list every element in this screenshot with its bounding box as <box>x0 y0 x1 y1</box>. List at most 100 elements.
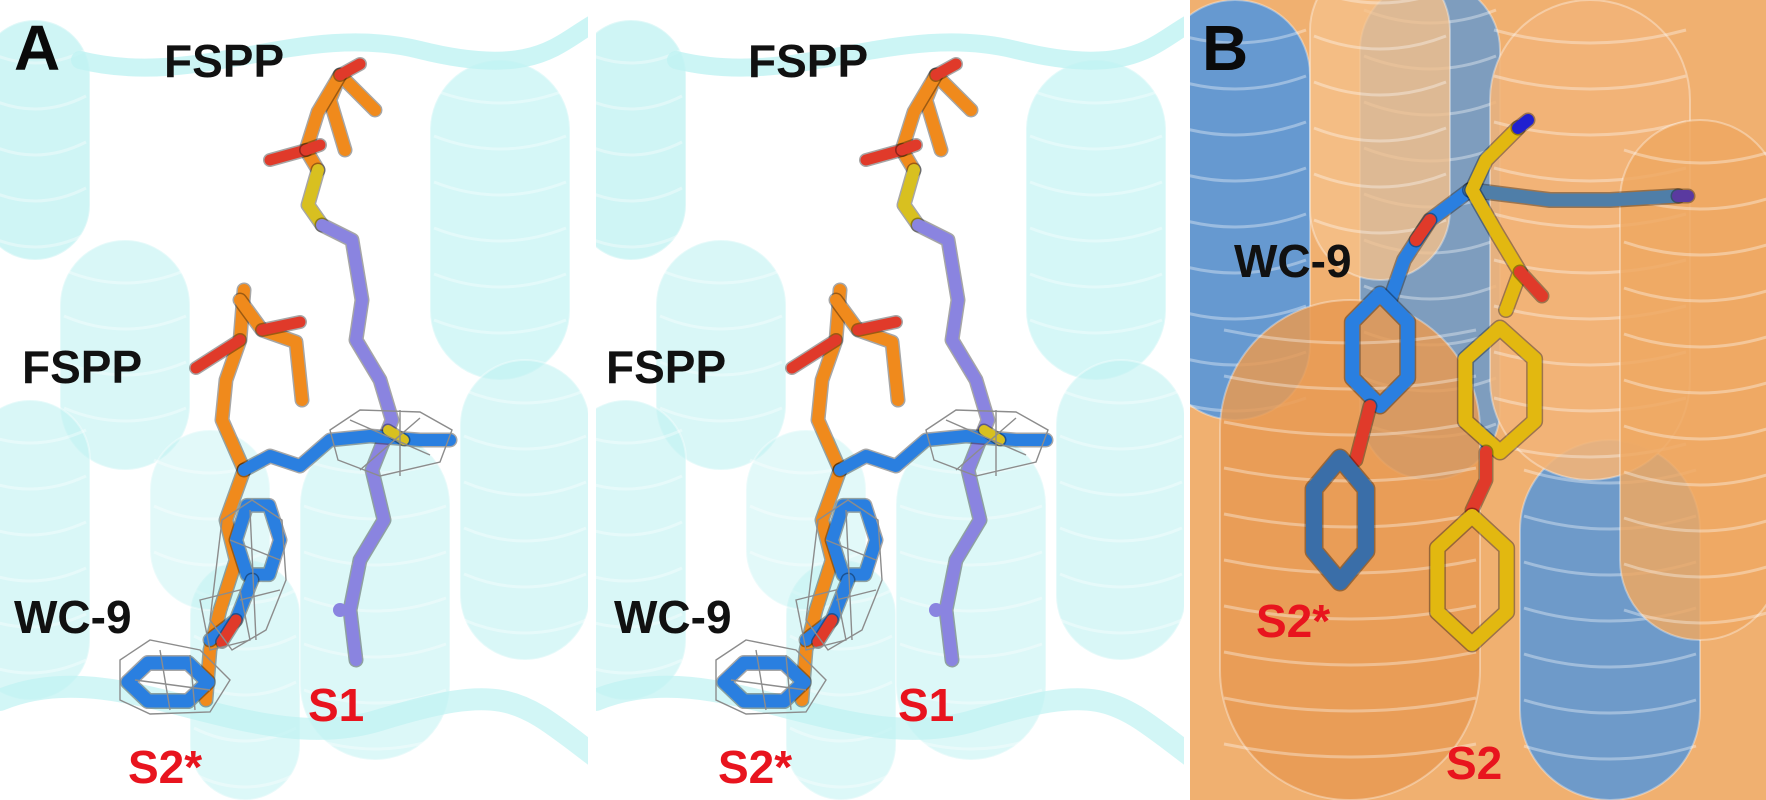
helix <box>596 19 687 261</box>
helix-band <box>463 388 587 405</box>
helix-band <box>303 642 447 659</box>
helix-band <box>596 612 683 629</box>
panel-b: B WC-9 S2* S2 <box>1190 0 1766 800</box>
helix-orange-band <box>1313 80 1447 97</box>
helix-band <box>193 772 297 789</box>
helix-band <box>433 134 567 151</box>
helix-orange-band <box>1223 650 1477 667</box>
fspp-top-phosphate <box>300 69 346 176</box>
label-fspp-top: FSPP <box>748 35 869 87</box>
loop <box>71 16 588 77</box>
wc9-blue-oxygen <box>1350 400 1376 466</box>
label-fspp-top: FSPP <box>164 35 285 87</box>
helix-orange-band <box>1313 34 1447 51</box>
fspp-top-chain <box>316 219 398 666</box>
protein-cartoon <box>596 16 1184 800</box>
helix <box>1055 359 1184 661</box>
helix-orange-band <box>1623 516 1766 533</box>
helix-band <box>899 642 1043 659</box>
panel-letter-b: B <box>1202 12 1249 84</box>
helix-band <box>0 186 87 203</box>
fspp-top-oxygen <box>930 58 962 81</box>
helix-blue-band <box>1523 698 1697 715</box>
helix <box>59 239 191 471</box>
structure-render-a-right <box>596 0 1184 800</box>
helix-orange-band <box>1493 28 1687 45</box>
helix-band <box>596 94 683 111</box>
wc9-ring <box>121 656 215 708</box>
fspp-mid-chain <box>812 284 846 476</box>
helix-band <box>789 772 893 789</box>
electron-density-mesh <box>715 409 1049 715</box>
helix-band <box>463 618 587 635</box>
helix-blue-band <box>1190 166 1307 183</box>
helix-orange-band <box>1223 512 1477 529</box>
helix-band <box>0 94 87 111</box>
structure-render-b <box>1190 0 1766 800</box>
helix-band <box>63 268 187 285</box>
helix-orange-band <box>1623 378 1766 395</box>
loop <box>596 675 1184 765</box>
ligands <box>1304 112 1696 653</box>
fspp-top-oxygen <box>896 139 922 156</box>
helix-blue-band <box>1523 652 1697 669</box>
wc9-sulfur <box>383 425 409 445</box>
wc9-oxygen <box>812 614 838 648</box>
ligands <box>120 57 458 710</box>
helix-orange-band <box>1341 0 1419 5</box>
helix-blue-band <box>1190 74 1307 91</box>
helix-band <box>596 428 683 445</box>
helix-blue-band <box>1523 744 1697 761</box>
helix-band <box>899 734 1043 751</box>
wc9-blue-ring <box>1306 450 1374 590</box>
helix-band <box>899 596 1043 613</box>
fspp-mid-oxygen <box>786 334 842 374</box>
helix-band <box>63 360 187 377</box>
mesh-blob <box>199 589 251 651</box>
helix-band <box>1029 318 1163 335</box>
loop <box>0 675 588 765</box>
wc9-sulfur <box>979 425 1005 445</box>
panel-letter-a: A <box>14 12 61 84</box>
helix-band <box>0 140 87 157</box>
helix <box>596 399 687 701</box>
helix-band <box>63 406 187 423</box>
helix-band <box>659 360 783 377</box>
wc9-ring <box>230 499 286 581</box>
helix-band <box>303 596 447 613</box>
label-fspp-mid: FSPP <box>22 341 143 393</box>
label-wc9: WC-9 <box>14 591 132 643</box>
helix-band <box>1059 572 1183 589</box>
wc9-yellow-n <box>1512 114 1534 134</box>
fspp-top-phosphate <box>896 69 942 176</box>
helix-band <box>659 406 783 423</box>
helix-orange <box>1219 299 1481 800</box>
fspp-top-oxygen <box>334 58 366 81</box>
helix-blue-band <box>1190 258 1307 275</box>
helix-band <box>596 520 683 537</box>
electron-density-mesh <box>119 409 453 715</box>
panel-a-left-view: A FSPP FSPP WC-9 S1 S2* <box>0 0 588 800</box>
helix-band <box>1059 526 1183 543</box>
helix-band <box>0 566 87 583</box>
helix-band <box>659 314 783 331</box>
helix-orange-band <box>1313 172 1447 189</box>
wc9-ring <box>826 499 882 581</box>
helix-orange-band <box>1623 562 1766 579</box>
helix-orange-band <box>1493 74 1687 91</box>
helix-blue-band <box>1190 120 1307 137</box>
helix-blue-band <box>1190 28 1307 45</box>
helix <box>459 359 588 661</box>
helix-band <box>1059 480 1183 497</box>
helix-band <box>153 550 267 567</box>
helix-orange <box>1309 0 1451 281</box>
helix-band <box>0 474 87 491</box>
helix-band <box>433 226 567 243</box>
fspp-mid-phosphate <box>830 294 904 406</box>
wc9-yellow-oxygen <box>1514 266 1548 302</box>
helix-band <box>433 318 567 335</box>
helix-band <box>899 550 1043 567</box>
helix-band <box>596 140 683 157</box>
fspp-top-oxygen <box>300 139 326 156</box>
